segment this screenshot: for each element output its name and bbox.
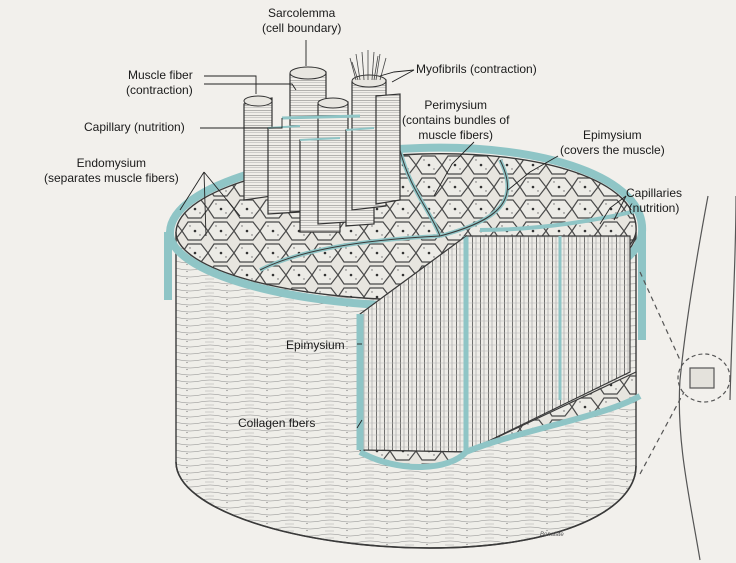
- collagen-label: Collagen fbers: [238, 416, 315, 431]
- label-line: Sarcolemma: [268, 6, 336, 20]
- protruding-fibers: [243, 50, 401, 233]
- label-line: Capillaries: [626, 186, 683, 200]
- label-line: Epimysium: [286, 338, 345, 352]
- endomysium-label: Endomysium (separates muscle fibers): [44, 156, 179, 186]
- label-line: Capillary (nutrition): [84, 120, 185, 134]
- label-line: Muscle fiber: [128, 68, 193, 82]
- muscle-fiber-label: Muscle fiber (contraction): [126, 68, 193, 98]
- label-line: Collagen fbers: [238, 416, 316, 430]
- perimysium-label: Perimysium (contains bundles of muscle f…: [402, 98, 509, 143]
- label-line: Myofibrils (contraction): [416, 62, 537, 76]
- label-line: Endomysium: [76, 156, 147, 170]
- label-line: Epimysium: [583, 128, 642, 142]
- myofibrils-label: Myofibrils (contraction): [416, 62, 537, 77]
- label-line: (separates muscle fibers): [44, 171, 179, 185]
- label-line: (contains bundles of: [402, 113, 510, 127]
- leader-lines: [179, 40, 627, 429]
- label-line: Perimysium: [424, 98, 488, 112]
- capillaries-label: Capillaries (nutrition): [626, 186, 682, 216]
- epimysium-top-label: Epimysium (covers the muscle): [560, 128, 665, 158]
- cutaway-wedge: [356, 234, 642, 471]
- label-line: (cell boundary): [262, 21, 342, 35]
- label-line: (nutrition): [628, 201, 680, 215]
- capillary-label: Capillary (nutrition): [84, 120, 185, 135]
- leg-inset: [639, 195, 736, 561]
- label-line: (covers the muscle): [560, 143, 665, 157]
- label-line: muscle fibers): [418, 128, 494, 142]
- epimysium-side-label: Epimysium: [286, 338, 345, 353]
- label-line: (contraction): [126, 83, 193, 97]
- sarcolemma-label: Sarcolemma (cell boundary): [262, 6, 341, 36]
- artist-signature: Bonalate: [540, 532, 564, 538]
